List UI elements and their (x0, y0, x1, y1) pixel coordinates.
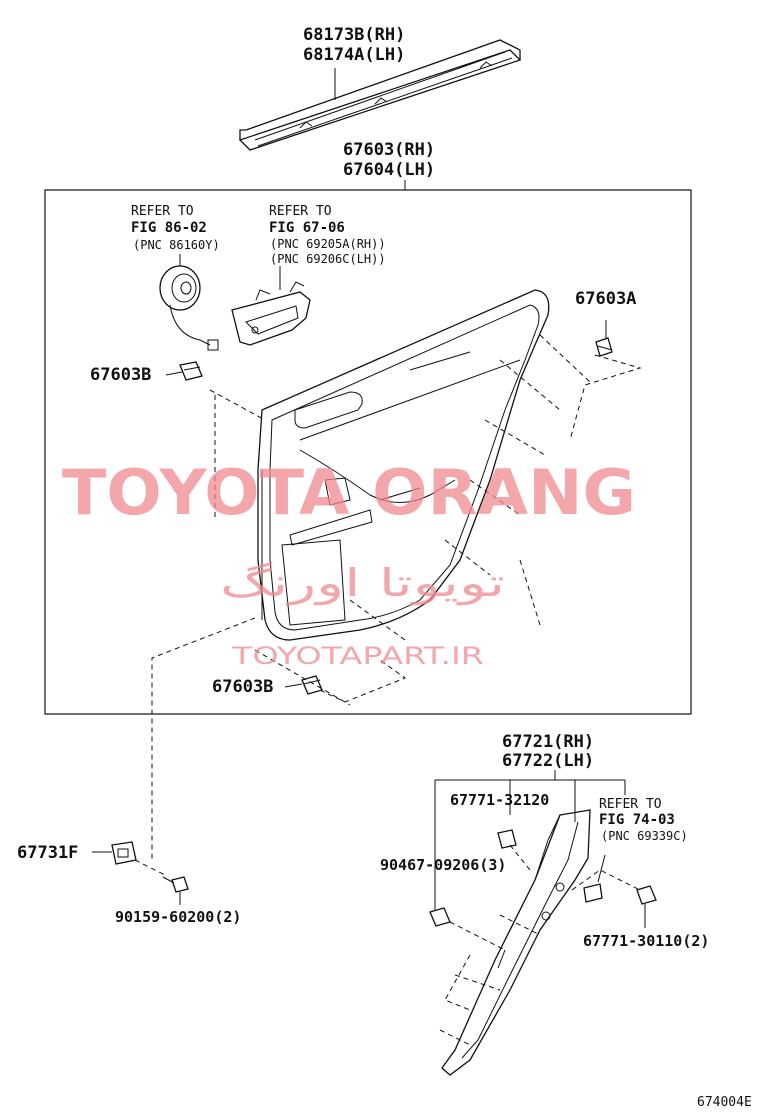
garnish-rh-label: 67721(RH) (502, 732, 594, 752)
screw-90159-label: 90159-60200(2) (115, 908, 241, 926)
ref3-line3: (PNC 69339C) (601, 829, 688, 843)
tape-part (583, 854, 606, 903)
clip-67603b-bottom-part (284, 675, 323, 695)
ref3-line2: FIG 74-03 (599, 812, 675, 828)
ref3-line1: REFER TO (599, 797, 662, 812)
clip-67603b-top-part (165, 361, 203, 381)
clip-67603b-top-label: 67603B (90, 365, 151, 385)
sill-rh-label: 68173B(RH) (303, 25, 405, 45)
ref1-line1: REFER TO (131, 204, 194, 219)
clip-67731f-part (92, 841, 137, 865)
ref2-line2: FIG 67-06 (269, 220, 345, 236)
ref2-line4: (PNC 69206C(LH)) (270, 252, 386, 266)
board-rh-label: 67603(RH) (343, 140, 435, 160)
speaker-part (159, 254, 219, 351)
door-trim-board-part (257, 289, 550, 641)
sill-lh-label: 68174A(LH) (303, 45, 405, 65)
clip-67603b-bottom-label: 67603B (212, 677, 273, 697)
door-trim-assembly-frame (44, 189, 692, 715)
watermark-site: TOYOTAPART.IR (231, 642, 484, 670)
quarter-garnish-part (441, 809, 591, 1076)
clip-67731f-label: 67731F (17, 843, 78, 863)
inside-handle-part (231, 266, 311, 346)
ref2-line1: REFER TO (269, 204, 332, 219)
clip-67771-32120-label: 67771-32120 (450, 791, 549, 809)
clip-67771-30110-part (636, 885, 657, 928)
figure-code: 674004E (697, 1095, 752, 1110)
clip-67771-30110-label: 67771-30110(2) (583, 932, 709, 950)
belt-moulding-part (238, 39, 522, 151)
ref2-line3: (PNC 69205A(RH)) (270, 237, 386, 251)
clip-67603a-label: 67603A (575, 289, 636, 309)
ref1-line2: FIG 86-02 (131, 220, 207, 236)
ref1-line3: (PNC 86160Y) (133, 238, 220, 252)
board-lh-label: 67604(LH) (343, 160, 435, 180)
garnish-lh-label: 67722(LH) (502, 751, 594, 771)
screw-90467-part (429, 907, 451, 927)
watermark-persian: تویوتا اورنگ (220, 561, 505, 606)
clip-67771-32120-part (497, 829, 517, 849)
screw-90467-label: 90467-09206(3) (380, 856, 506, 874)
clip-67603a-part (595, 320, 613, 357)
screw-90159-part (162, 876, 189, 905)
watermark-main: TOYOTA ORANG (62, 456, 636, 529)
